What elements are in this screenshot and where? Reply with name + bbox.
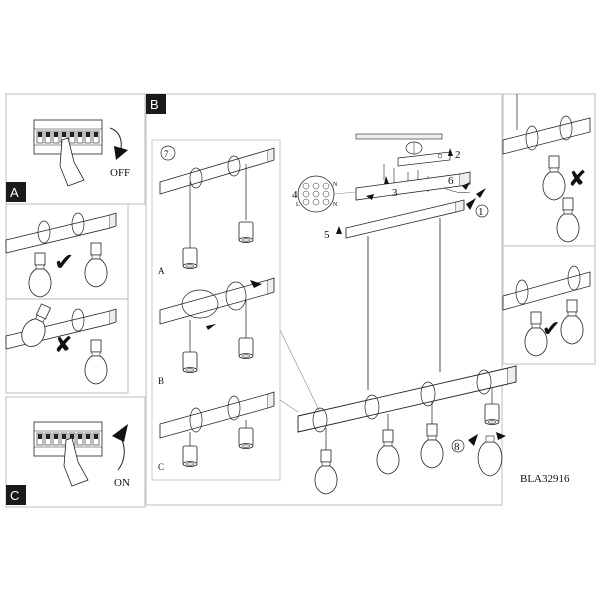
panel-right-wrong: ✘	[502, 93, 596, 247]
connector-detail: 4 N L N	[292, 175, 357, 213]
step-1: 1	[466, 198, 489, 218]
check-mark-icon: ✔	[54, 250, 74, 276]
connector-n-bottom: N	[333, 202, 338, 208]
step-3-label: 3	[392, 187, 398, 199]
section-letter-a: A	[10, 185, 19, 200]
check-mark-icon: ✔	[542, 316, 560, 341]
step-6-label: 6	[448, 175, 454, 187]
ceiling-plate: 2	[355, 133, 461, 167]
step-8: 8	[451, 432, 506, 477]
panel-right-correct: ✔	[502, 245, 596, 365]
panel-wrong-bulb-hold: ✘	[5, 298, 129, 394]
arrow-icon	[112, 424, 128, 442]
step-5-label: 5	[324, 229, 330, 241]
step-2-label: 2	[455, 149, 461, 161]
variant-a-label: A	[158, 266, 165, 276]
section-letter-b: B	[150, 97, 159, 112]
on-caption: ON	[114, 477, 130, 489]
mounting-bracket: 3 6	[355, 171, 486, 201]
section-letter-c: C	[10, 488, 19, 503]
model-code: BLA32916	[520, 473, 570, 485]
connector-n-top: N	[333, 182, 338, 188]
variants-inset: 7 A B	[151, 139, 281, 481]
cross-mark-icon: ✘	[568, 166, 586, 191]
off-caption: OFF	[110, 167, 130, 179]
step-4-label: 4	[292, 189, 298, 201]
variant-c-label: C	[158, 462, 164, 472]
panel-c-switch-on: ON C	[5, 396, 146, 508]
step-8-label: 8	[454, 441, 460, 453]
top-rail: 5	[324, 199, 465, 241]
pendant-socket-4	[484, 403, 500, 425]
main-beam	[297, 365, 517, 433]
connector-l: L	[296, 202, 300, 208]
panel-correct-bulb-hold: ✔	[5, 203, 129, 300]
panel-b-assembly: B 7 A B	[145, 93, 570, 506]
step-7-label: 7	[164, 149, 169, 159]
variant-b-label: B	[158, 376, 164, 386]
step-1-label: 1	[478, 206, 484, 218]
cross-mark-icon: ✘	[54, 332, 72, 357]
panel-a-switch-off: OFF A	[5, 93, 146, 205]
